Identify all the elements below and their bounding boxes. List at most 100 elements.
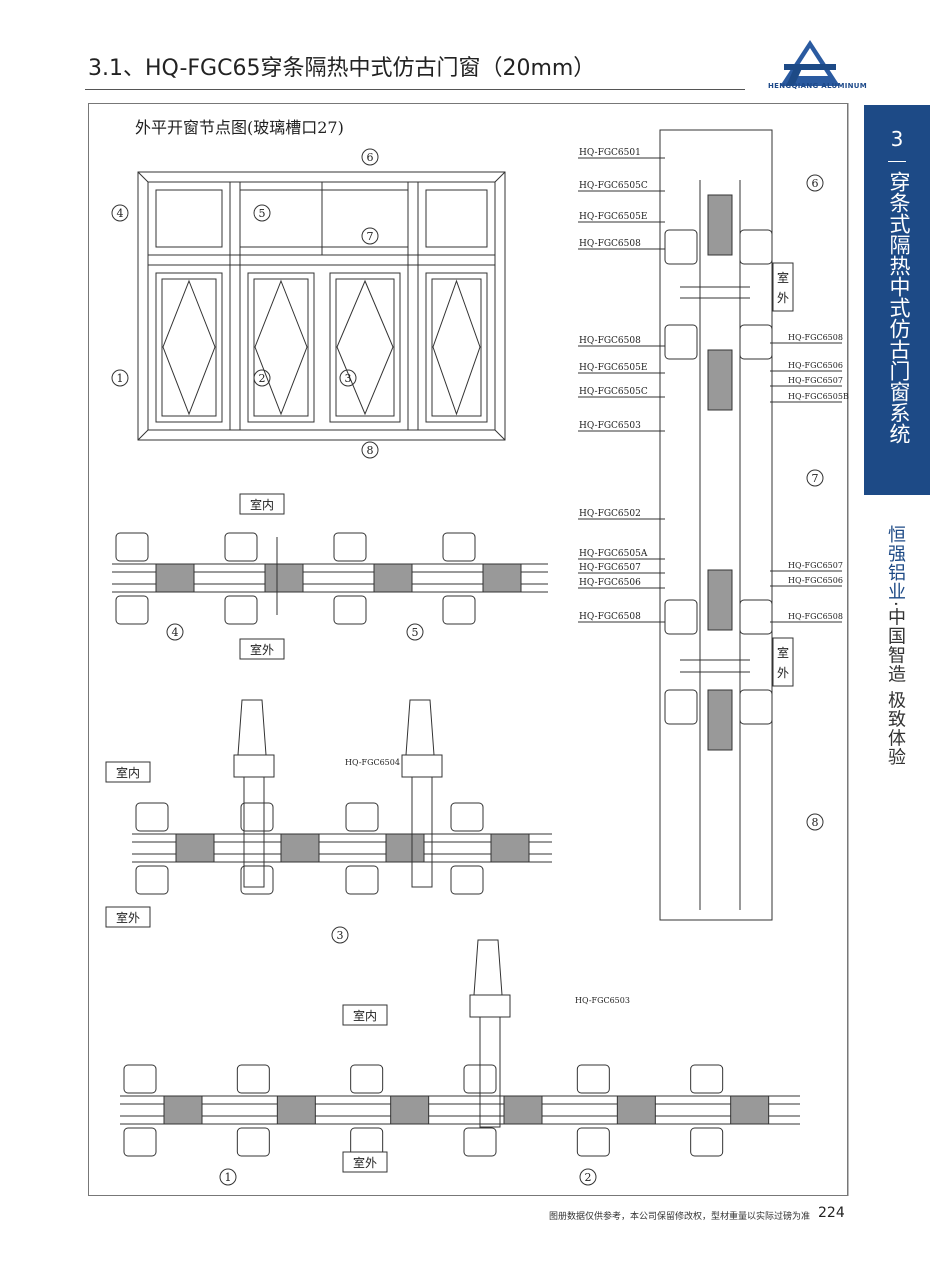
handle-base [401, 754, 443, 778]
glass-spacer [385, 833, 425, 863]
room-label: 室外 [353, 1155, 377, 1170]
part-label: HQ-FGC6507 [579, 563, 641, 573]
callout-number: 1 [225, 1171, 232, 1184]
label-box [239, 493, 285, 515]
profile-bead [345, 802, 379, 832]
label-box [772, 262, 794, 312]
profile-bead [115, 595, 149, 625]
diamond-muntin [336, 279, 394, 416]
glass-spacer [730, 1095, 770, 1125]
tab-divider [888, 161, 906, 162]
profile-bead [664, 599, 698, 635]
callout-circle [806, 813, 824, 831]
label-box [105, 761, 151, 783]
glass-spacer [707, 689, 733, 751]
label-box [239, 638, 285, 660]
chapter-title: 穿条式隔热中式仿古门窗系统 [887, 171, 911, 444]
profile-bead [224, 532, 258, 562]
section-profiles [112, 532, 800, 1157]
part-label: HQ-FGC6508 [579, 612, 641, 622]
room-label-char: 外 [777, 666, 789, 680]
callout-circle [806, 174, 824, 192]
part-label: HQ-FGC6507 [788, 561, 843, 570]
sash-inner [335, 278, 395, 417]
profile-bead [739, 689, 773, 725]
slogan-brand: 恒强铝业 [885, 525, 906, 601]
room-label-char: 室 [777, 270, 789, 285]
profile-bead [224, 595, 258, 625]
profile-bead [135, 802, 169, 832]
footer-note: 图册数据仅供参考，本公司保留修改权，型材重量以实际过磅为准 [548, 1212, 810, 1222]
window-elevation [137, 171, 506, 441]
profile-bead [240, 865, 274, 895]
part-label: HQ-FGC6505A [579, 549, 648, 559]
callout-circle [253, 204, 271, 222]
callout-circle [166, 623, 184, 641]
room-label-char: 室 [777, 645, 789, 660]
chapter-number: 3 [890, 127, 904, 151]
part-label: HQ-FGC6501 [579, 148, 641, 158]
callout-circle [111, 204, 129, 222]
part-label: HQ-FGC6505C [579, 181, 648, 191]
callout-number: 2 [585, 1171, 592, 1184]
sash-inner [253, 278, 309, 417]
room-label: 室内 [116, 765, 140, 780]
profile-bead [450, 802, 484, 832]
profile-bead [240, 802, 274, 832]
callout-number: 8 [812, 816, 819, 829]
part-label: HQ-FGC6504 [345, 758, 400, 767]
room-label: 室内 [250, 497, 274, 512]
glass-spacer [616, 1095, 656, 1125]
header-rule [85, 89, 745, 90]
callout-number: 6 [812, 177, 819, 190]
callout-circle [406, 623, 424, 641]
slogan-text: 中国智造 极致体验 [885, 607, 906, 767]
glass-spacer [490, 833, 530, 863]
callout-circle [361, 227, 379, 245]
callout-number: 8 [367, 444, 374, 457]
glass-spacer [264, 563, 304, 593]
room-label-char: 外 [777, 291, 789, 305]
chapter-tab: 3 穿条式隔热中式仿古门窗系统 [864, 105, 930, 495]
profile-bead [450, 865, 484, 895]
callout-number: 7 [812, 472, 819, 485]
handle-spindle [411, 776, 433, 888]
part-label: HQ-FGC6508 [579, 336, 641, 346]
room-label: 室外 [250, 642, 274, 657]
page-title: 3.1、HQ-FGC65穿条隔热中式仿古门窗（20mm） [88, 56, 596, 81]
handle [237, 699, 267, 756]
profile-bead [463, 1127, 497, 1157]
profile-bead [442, 532, 476, 562]
glass-spacer [280, 833, 320, 863]
callout-circle [361, 148, 379, 166]
glass-spacer [707, 349, 733, 411]
glass-spacer [163, 1095, 203, 1125]
profile-bead [236, 1127, 270, 1157]
part-label: HQ-FGC6506 [579, 578, 641, 588]
profile-bead [576, 1064, 610, 1094]
outer-profile [659, 129, 773, 921]
callout-circle [339, 369, 357, 387]
room-label: 室内 [353, 1008, 377, 1023]
profile-bead [333, 595, 367, 625]
profile-bead [576, 1127, 610, 1157]
callout-number: 5 [412, 626, 419, 639]
label-box [105, 906, 151, 928]
profile-bead [690, 1064, 724, 1094]
vertical-section [659, 129, 773, 921]
glass-spacer [373, 563, 413, 593]
logo-text: HENGQIANG ALUMINUM [768, 82, 868, 90]
diamond-muntin [254, 279, 308, 416]
sash-panels [155, 272, 488, 423]
profile-bead [739, 324, 773, 360]
callout-number: 7 [367, 230, 374, 243]
sash-frame [329, 272, 401, 423]
callout-circle [331, 926, 349, 944]
part-label: HQ-FGC6508 [788, 612, 843, 621]
diamond-muntin [162, 279, 216, 416]
profile-bead [690, 1127, 724, 1157]
glass-spacer [276, 1095, 316, 1125]
glass-spacer [707, 194, 733, 256]
glass-spacer [175, 833, 215, 863]
